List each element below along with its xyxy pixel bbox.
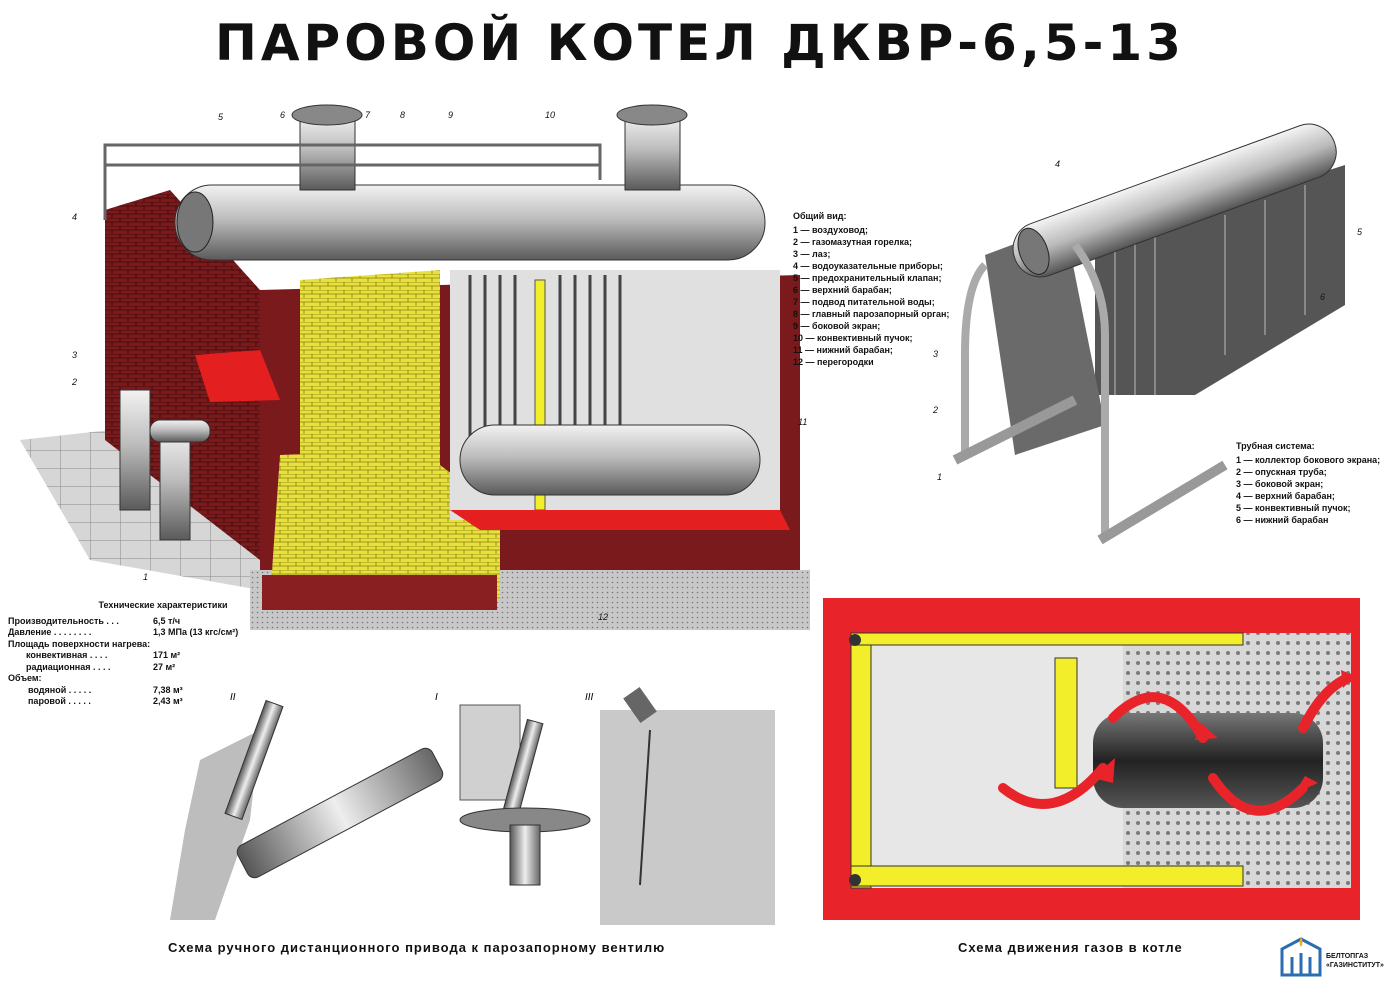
pipe-callout-4: 4 <box>1055 159 1060 169</box>
legend-item: 5 — конвективный пучок; <box>1236 503 1351 513</box>
manual-drive-scheme: II I III <box>170 686 775 925</box>
pipe-system-illustration: 1 2 3 4 5 6 <box>932 123 1363 545</box>
logo-line2: «ГАЗИНСТИТУТ» <box>1326 962 1384 969</box>
spec-key: Объем: <box>8 673 42 683</box>
pipe-callout-6: 6 <box>1320 292 1325 302</box>
spec-key: радиационная . . . . <box>26 661 111 672</box>
legend-item: 7 — подвод питательной воды; <box>793 297 935 307</box>
legend-item: 4 — верхний барабан; <box>1236 491 1335 501</box>
logo-line1: БЕЛТОПГАЗ <box>1326 953 1369 960</box>
drive-panel-2-bg <box>170 730 260 920</box>
partition-middle <box>1054 657 1078 789</box>
flue-pipe <box>624 114 681 191</box>
drive-shaft-2 <box>224 699 284 821</box>
partition-left <box>850 632 872 889</box>
callout-9: 9 <box>448 110 453 120</box>
furnace-wall-bricks <box>300 270 440 490</box>
specs-heading: Технические характеристики <box>98 600 228 610</box>
boiler-cutaway-illustration: 1 2 3 4 5 6 7 8 9 10 11 12 <box>20 104 810 630</box>
legend-item: 11 — нижний барабан; <box>793 345 893 355</box>
legend-item: 4 — водоуказательные приборы; <box>793 261 943 271</box>
long-drive-shaft <box>236 747 444 879</box>
callout-4: 4 <box>72 212 77 222</box>
chamber-floor-red <box>450 510 790 530</box>
legend-item: 1 — воздуховод; <box>793 225 868 235</box>
drive-label-II: II <box>230 692 236 703</box>
gas-burner <box>119 389 211 541</box>
callout-2: 2 <box>71 377 77 387</box>
spec-value: 2,43 м³ <box>153 696 183 706</box>
legend-item: 3 — лаз; <box>793 249 831 259</box>
technical-specs: Технические характеристики Производитель… <box>8 600 248 708</box>
callout-8: 8 <box>400 110 405 120</box>
callout-3: 3 <box>72 350 77 360</box>
legend-item: 10 — конвективный пучок; <box>793 333 913 343</box>
spec-key: паровой . . . . . <box>28 696 91 706</box>
general-view-heading: Общий вид: <box>793 211 847 221</box>
valve-handle <box>623 686 657 724</box>
spec-key: Давление . . . . . . . . <box>8 627 92 637</box>
spec-value: 171 м² <box>153 650 181 660</box>
pipe-system-legend: Трубная система: 1 — коллектор бокового … <box>1236 440 1396 526</box>
spec-value: 27 м² <box>153 661 176 672</box>
pipe-callout-1: 1 <box>937 472 942 482</box>
upper-drum-pipe <box>1012 123 1337 278</box>
drive-label-III: III <box>585 692 594 703</box>
spec-key: Производительность . . . <box>8 615 119 626</box>
legend-item: 6 — нижний барабан <box>1236 515 1329 525</box>
spec-value: 1,3 МПа (13 кгс/см²) <box>153 627 239 637</box>
pipe-callout-5: 5 <box>1357 227 1363 237</box>
spec-key: водяной . . . . . <box>28 684 92 695</box>
spec-value: 6,5 т/ч <box>153 615 181 626</box>
partition-bottom <box>850 865 1244 887</box>
side-screen <box>985 225 1105 455</box>
legend-item: 2 — опускная труба; <box>1236 467 1327 477</box>
pipe-callout-2: 2 <box>932 405 938 415</box>
pipe-callout-3: 3 <box>933 349 938 359</box>
callout-1: 1 <box>143 572 148 582</box>
lower-drum <box>459 424 761 496</box>
legend-item: 8 — главный парозапорный орган; <box>793 309 950 319</box>
upper-drum <box>174 184 766 261</box>
institute-logo-icon <box>1280 937 1322 977</box>
legend-item: 9 — боковой экран; <box>793 321 881 331</box>
spec-key: Площадь поверхности нагрева: <box>8 638 151 649</box>
callout-5: 5 <box>218 112 224 122</box>
callout-11: 11 <box>798 417 807 427</box>
base-red <box>262 575 497 610</box>
pipe-system-heading: Трубная система: <box>1236 441 1315 451</box>
general-view-legend: Общий вид: 1 — воздуховод; 2 — газомазут… <box>793 210 963 368</box>
lower-drum-schematic <box>1093 713 1323 808</box>
spec-key: конвективная . . . . <box>26 650 108 660</box>
drive-scheme-caption: Схема ручного дистанционного привода к п… <box>168 940 666 955</box>
gas-flow-scheme <box>823 598 1360 920</box>
callouts-pipe: 1 2 3 4 5 6 <box>932 159 1363 482</box>
side-screen-collector <box>952 395 1078 465</box>
gas-scheme-caption: Схема движения газов в котле <box>958 940 1183 955</box>
legend-item: 6 — верхний барабан; <box>793 285 892 295</box>
legend-item: 5 — предохранительный клапан; <box>793 273 942 283</box>
drive-label-I: I <box>435 692 438 703</box>
legend-item: 3 — боковой экран; <box>1236 479 1324 489</box>
callout-12: 12 <box>598 612 608 622</box>
spec-value: 7,38 м³ <box>153 684 183 695</box>
drum-manhole <box>176 191 214 253</box>
legend-item: 2 — газомазутная горелка; <box>793 237 912 247</box>
callout-10: 10 <box>545 110 555 120</box>
callouts-main: 1 2 3 4 5 6 7 8 9 10 11 12 <box>71 110 807 622</box>
boiler-wall-section <box>600 710 775 925</box>
steam-outlet-pipe <box>299 114 356 191</box>
callout-7: 7 <box>365 110 371 120</box>
top-railing <box>103 143 602 220</box>
institute-logo-text: БЕЛТОПГАЗ «ГАЗИНСТИТУТ» <box>1326 952 1384 970</box>
callout-6: 6 <box>280 110 285 120</box>
page-title: ПАРОВОЙ КОТЕЛ ДКВР-6,5-13 <box>215 14 1185 72</box>
burner-front-red <box>195 350 280 402</box>
legend-item: 12 — перегородки <box>793 357 874 367</box>
legend-item: 1 — коллектор бокового экрана; <box>1236 455 1381 465</box>
convective-bundle <box>1095 165 1345 395</box>
downcomer-pipe <box>961 262 989 455</box>
